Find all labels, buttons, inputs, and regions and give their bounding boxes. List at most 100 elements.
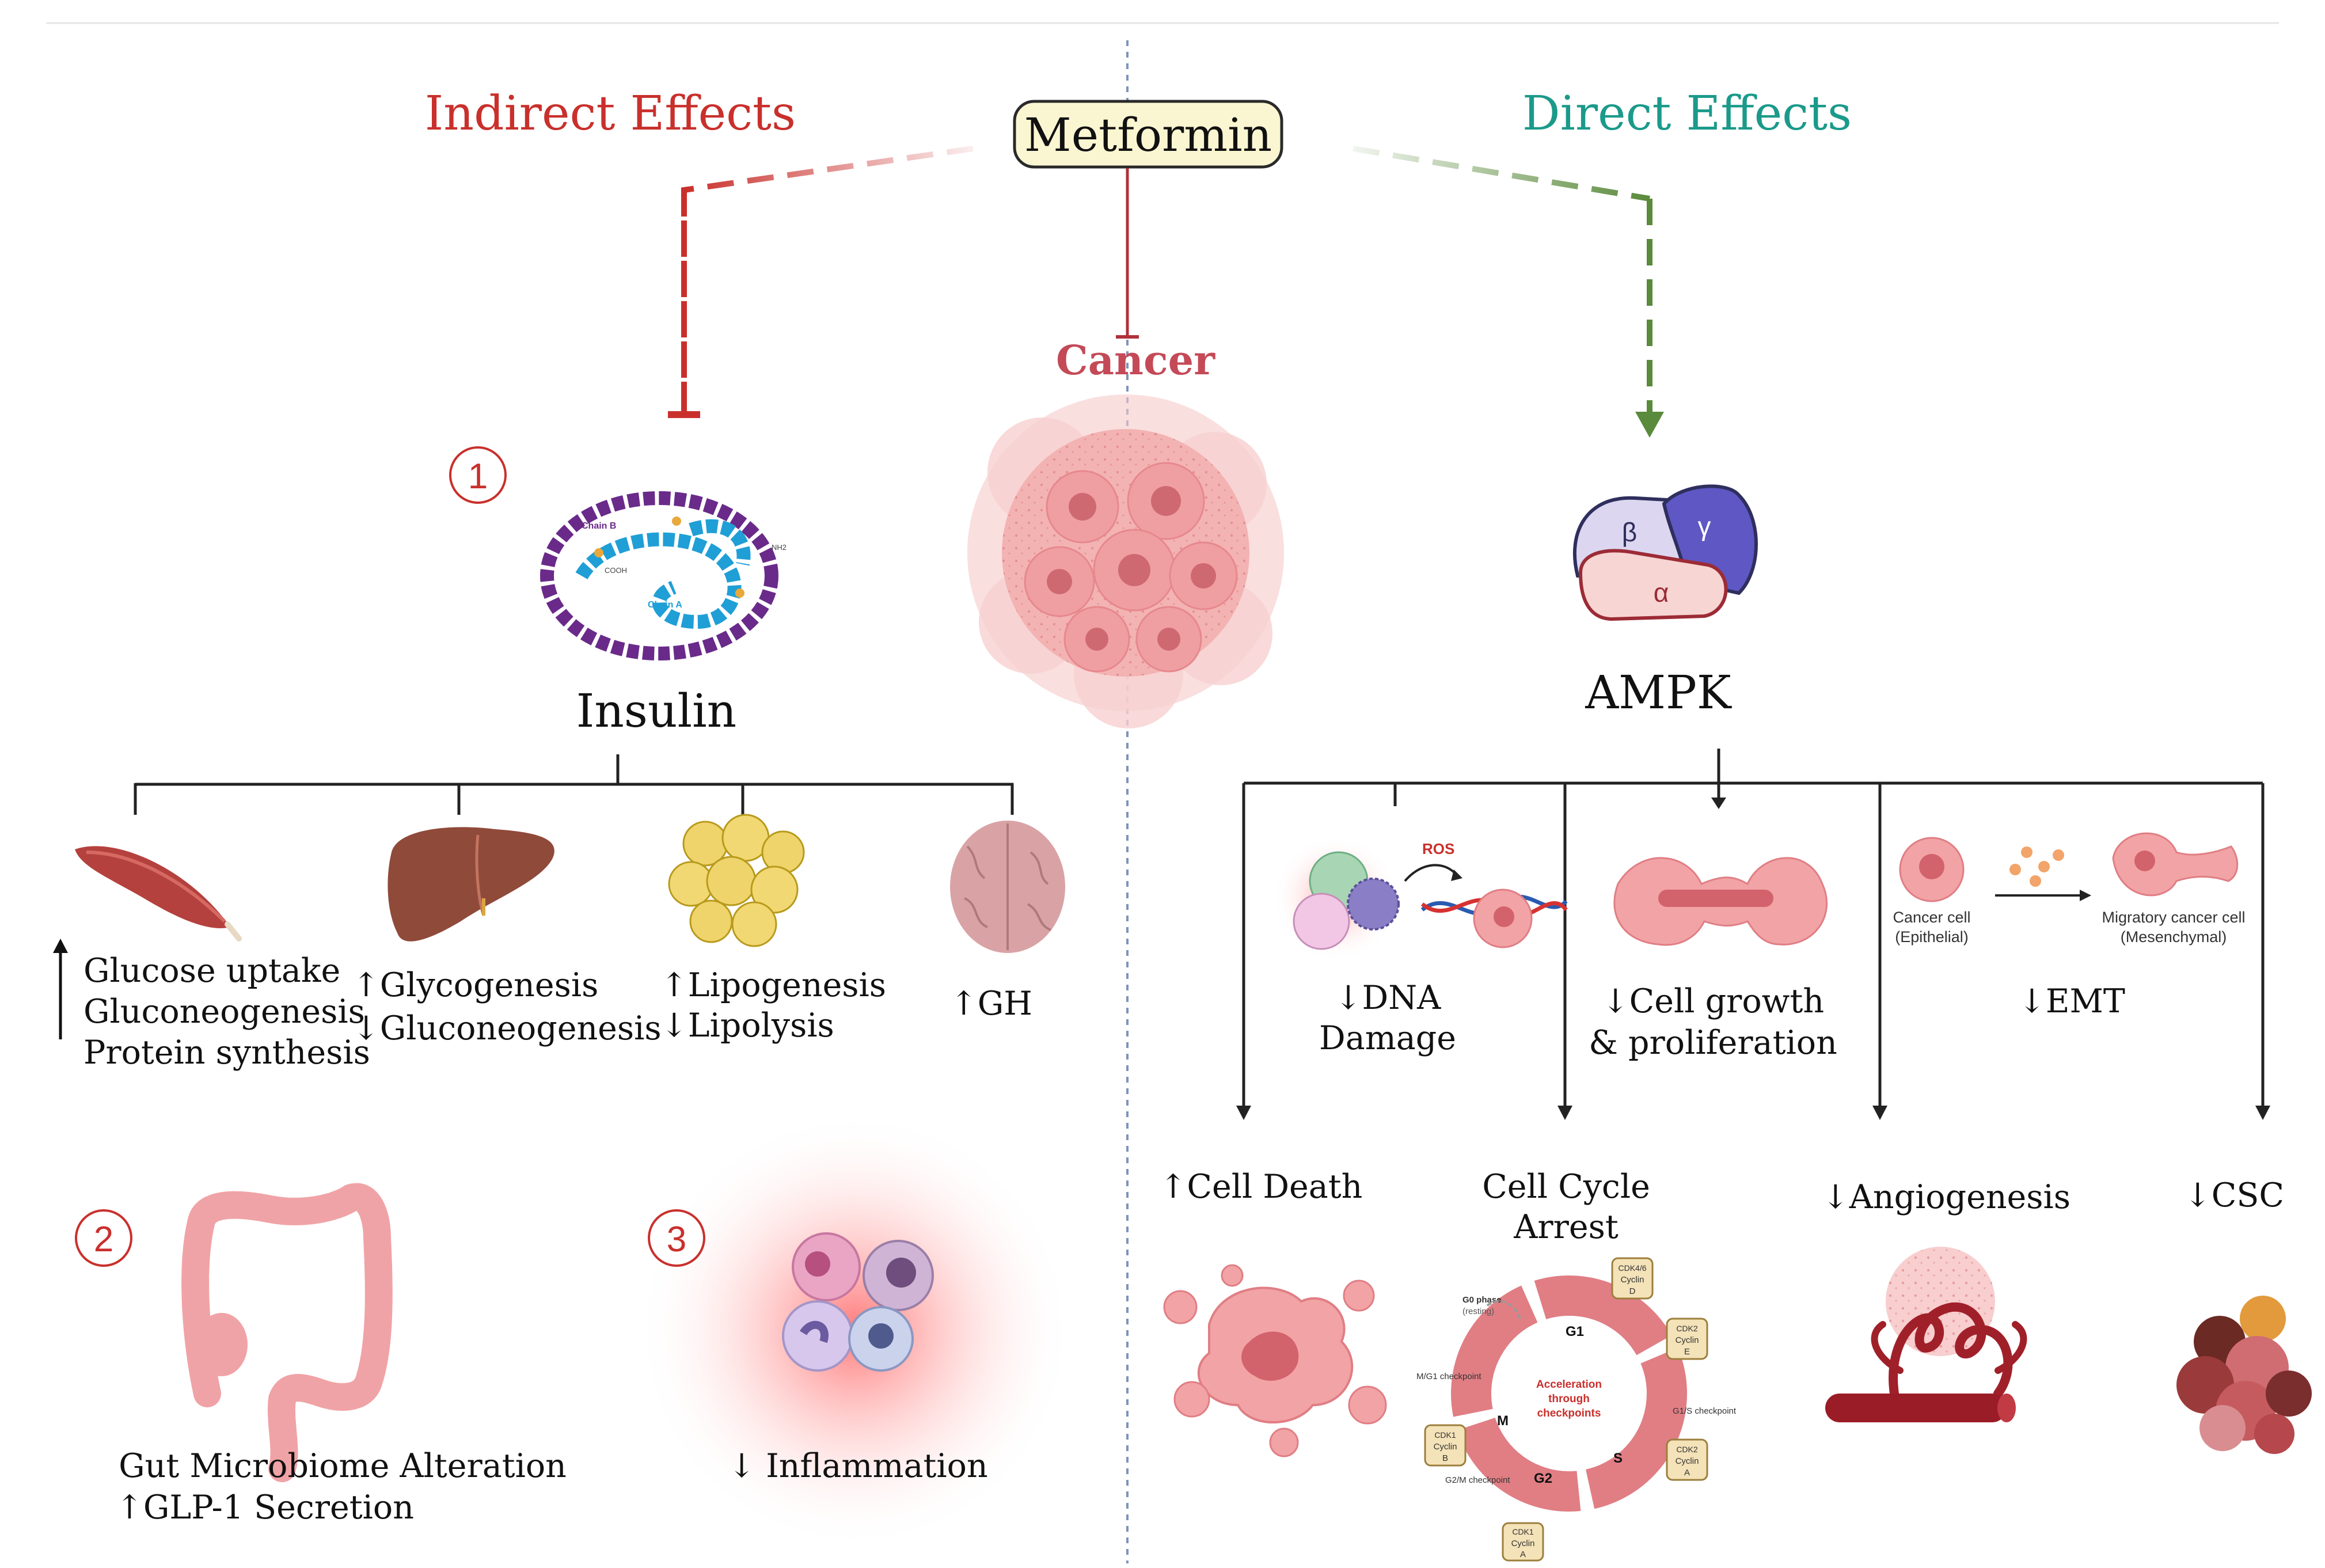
metformin-label: Metformin <box>1024 108 1272 162</box>
svg-text:M/G1 checkpoint: M/G1 checkpoint <box>1416 1372 1481 1381</box>
svg-text:Gluconeogenesis: Gluconeogenesis <box>83 993 365 1031</box>
cyclin-badge-b: CDK1 Cyclin B <box>1424 1424 1467 1467</box>
emt-icon: Cancer cell (Epithelial) Migratory cance… <box>1893 832 2246 946</box>
svg-text:A: A <box>1684 1468 1690 1478</box>
svg-text:Chain A: Chain A <box>648 600 682 610</box>
svg-text:E: E <box>1684 1347 1690 1357</box>
svg-text:G2/M checkpoint: G2/M checkpoint <box>1445 1475 1510 1485</box>
svg-text:Migratory cancer cell: Migratory cancer cell <box>2102 909 2245 926</box>
ampk-label: AMPK <box>1585 666 1732 719</box>
svg-text:↑GH: ↑GH <box>950 985 1032 1023</box>
ampk-branch-tree <box>1242 749 2265 1108</box>
svg-text:CDK4/6: CDK4/6 <box>1618 1263 1646 1273</box>
ampk-arrowheads <box>1236 798 2270 1120</box>
adipose-icon <box>668 814 805 947</box>
insulin-branch-bracket <box>134 754 1014 815</box>
dividing-cell-icon <box>1613 857 1828 946</box>
apoptotic-cell-icon <box>1163 1264 1387 1457</box>
cancer-inhibition-connector <box>1116 168 1139 339</box>
svg-text:(resting): (resting) <box>1462 1307 1494 1316</box>
direct-effects-title: Direct Effects <box>1522 86 1852 141</box>
cell-cycle-icon: Acceleration through checkpoints G1 S G2… <box>1416 1257 1737 1562</box>
svg-text:NH2: NH2 <box>772 543 787 552</box>
muscle-effects: Glucose uptake Gluconeogenesis Protein s… <box>53 939 370 1072</box>
dna-damage-label-1: ↓DNA <box>1335 979 1441 1017</box>
section-2-marker: 2 <box>75 1209 132 1267</box>
insulin-label: Insulin <box>576 684 736 738</box>
cell-growth-label-1: ↓Cell growth <box>1602 982 1824 1020</box>
svg-text:(Epithelial): (Epithelial) <box>1895 928 1969 946</box>
svg-text:COOH: COOH <box>605 566 627 575</box>
glp1-secretion-label: ↑GLP-1 Secretion <box>116 1489 414 1527</box>
liver-effects: ↑Glycogenesis ↓Gluconeogenesis <box>352 966 662 1047</box>
svg-text:CDK1: CDK1 <box>1434 1430 1456 1440</box>
svg-text:Chain B: Chain B <box>582 521 616 531</box>
cell-cycle-label-2: Arrest <box>1513 1208 1619 1246</box>
dna-damage-label-2: Damage <box>1319 1019 1456 1057</box>
svg-text:2: 2 <box>94 1220 113 1259</box>
svg-text:↓Gluconeogenesis: ↓Gluconeogenesis <box>352 1009 662 1047</box>
svg-text:S: S <box>1613 1451 1623 1466</box>
svg-text:↑Glycogenesis: ↑Glycogenesis <box>352 966 598 1004</box>
svg-text:Cyclin: Cyclin <box>1621 1275 1644 1285</box>
immune-cells-icon <box>782 1232 934 1372</box>
brain-effects: ↑GH <box>950 985 1032 1023</box>
direct-activation-arrow <box>1353 146 1664 438</box>
cyclin-badge-a: CDK2 Cyclin A <box>1666 1438 1708 1481</box>
indirect-effects-title: Indirect Effects <box>425 86 796 141</box>
metformin-box: Metformin <box>1013 100 1283 169</box>
cell-cycle-label-1: Cell Cycle <box>1482 1168 1650 1206</box>
brain-icon <box>950 821 1065 953</box>
inflammation-label: ↓ Inflammation <box>728 1447 987 1485</box>
svg-text:Cyclin: Cyclin <box>1434 1442 1457 1452</box>
svg-text:checkpoints: checkpoints <box>1537 1407 1601 1419</box>
ampk-complex-icon: β γ α <box>1572 484 1758 621</box>
csc-label: ↓CSC <box>2184 1176 2284 1214</box>
svg-text:M: M <box>1497 1413 1509 1429</box>
cancer-tumor-icon <box>967 394 1284 728</box>
svg-text:D: D <box>1629 1286 1636 1296</box>
svg-text:CDK2: CDK2 <box>1676 1324 1698 1333</box>
svg-text:Protein synthesis: Protein synthesis <box>83 1034 370 1072</box>
svg-text:CDK2: CDK2 <box>1676 1445 1698 1454</box>
cyclin-badge-a-cdk1: CDK1 Cyclin A <box>1502 1522 1544 1562</box>
svg-text:G1/S checkpoint: G1/S checkpoint <box>1673 1406 1737 1416</box>
svg-text:Acceleration: Acceleration <box>1536 1379 1602 1391</box>
cancer-label: Cancer <box>1056 336 1215 384</box>
cyclin-badge-d: CDK4/6 Cyclin D <box>1611 1257 1654 1300</box>
svg-text:Glucose uptake: Glucose uptake <box>83 952 340 990</box>
section-3-marker: 3 <box>648 1209 705 1267</box>
insulin-molecule-icon: Chain B Chain A NH2 COOH <box>540 491 787 660</box>
svg-text:G0 phase: G0 phase <box>1462 1295 1502 1305</box>
gut-microbiome-label: Gut Microbiome Alteration <box>119 1447 567 1485</box>
angiogenesis-label: ↓Angiogenesis <box>1822 1178 2071 1216</box>
svg-text:Cyclin: Cyclin <box>1676 1335 1699 1345</box>
svg-text:ROS: ROS <box>1422 840 1454 857</box>
svg-text:Cyclin: Cyclin <box>1676 1456 1699 1466</box>
indirect-inhibition-connector <box>668 146 974 418</box>
svg-text:↑Lipogenesis: ↑Lipogenesis <box>660 966 886 1004</box>
cell-growth-label-2: & proliferation <box>1589 1024 1837 1062</box>
svg-text:G1: G1 <box>1566 1324 1584 1339</box>
svg-text:↓Lipolysis: ↓Lipolysis <box>660 1007 834 1045</box>
cell-death-label: ↑Cell Death <box>1160 1168 1363 1206</box>
dna-damage-icon: ROS <box>1272 835 1568 962</box>
liver-icon <box>387 827 554 941</box>
svg-text:γ: γ <box>1698 511 1711 541</box>
adipose-effects: ↑Lipogenesis ↓Lipolysis <box>660 966 886 1045</box>
svg-text:CDK1: CDK1 <box>1512 1527 1534 1536</box>
stem-cell-cluster-icon <box>2176 1296 2312 1454</box>
svg-text:(Mesenchymal): (Mesenchymal) <box>2121 928 2227 946</box>
colon-icon <box>181 1183 393 1482</box>
emt-label: ↓EMT <box>2018 982 2125 1020</box>
svg-text:A: A <box>1520 1550 1526 1559</box>
section-1-marker: 1 <box>449 446 507 504</box>
svg-text:β: β <box>1622 517 1637 547</box>
svg-text:3: 3 <box>667 1220 686 1259</box>
svg-text:α: α <box>1654 578 1669 608</box>
svg-text:1: 1 <box>468 457 488 496</box>
svg-text:G2: G2 <box>1534 1471 1552 1486</box>
blood-vessel-icon <box>1825 1247 2027 1422</box>
svg-text:through: through <box>1548 1393 1590 1405</box>
